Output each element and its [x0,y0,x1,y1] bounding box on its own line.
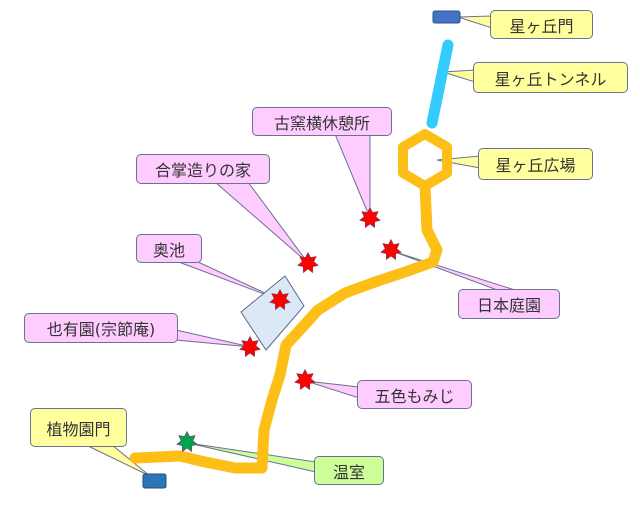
hoshigaoka-gate-marker [432,10,461,24]
greenhouse-star-icon [176,430,198,453]
tail-hoshigaoka-gate [457,15,493,29]
yuuen-star-icon [239,335,261,358]
callout-hoshigaoka-gate: 星ヶ丘門 [490,10,593,39]
gassho-house-star-icon [297,251,319,274]
callout-goshiki-momiji: 五色もみじ [357,380,472,409]
oku-pond-shape [240,275,305,351]
tail-gassho [213,181,309,264]
goshiki-momiji-star-icon [294,368,316,391]
kogama-rest-star-icon [359,206,381,229]
tunnel-line [426,39,454,129]
callout-japanese-garden: 日本庭園 [458,289,560,319]
tail-goshiki [305,380,360,399]
oku-pond-star-icon [269,288,291,311]
callout-oku-pond: 奥池 [136,234,202,263]
walking-path [129,180,443,474]
japanese-garden-star-icon [380,238,402,261]
callout-greenhouse: 温室 [314,456,384,485]
callout-hoshigaoka-plaza: 星ヶ丘広場 [478,148,593,180]
callout-botanical-gate: 植物園門 [30,408,127,447]
callout-gassho-house: 合掌造りの家 [136,154,270,184]
tail-yuuen [175,329,252,348]
botanical-gate-marker [142,473,167,489]
tail-kogama [334,133,371,219]
callout-yuuen: 也有園(宗節庵) [24,313,178,343]
callout-hoshigaoka-tunnel: 星ヶ丘トンネル [473,62,628,93]
callout-kogama-rest: 古窯横休憩所 [252,107,392,136]
